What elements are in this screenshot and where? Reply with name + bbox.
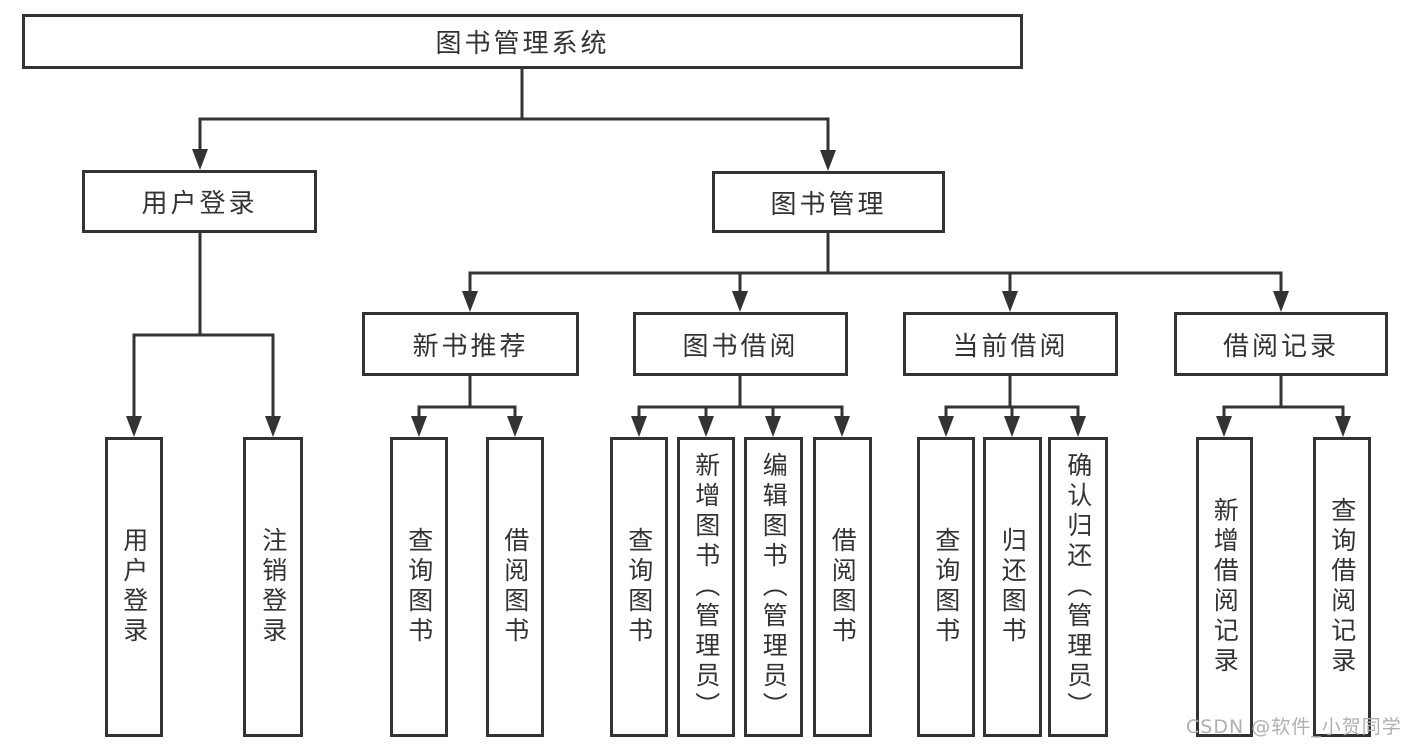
node-user-login: 用户登录 bbox=[82, 170, 317, 233]
leaf-edit-books-admin: 编辑图书（管理员） bbox=[744, 437, 803, 737]
node-label: 借阅记录 bbox=[1222, 331, 1339, 362]
node-label: 用户登录 bbox=[141, 189, 258, 219]
leaf-label: 借阅图书 bbox=[500, 527, 530, 647]
leaf-return-books: 归还图书 bbox=[983, 437, 1042, 737]
leaf-query-books-recommend: 查询图书 bbox=[390, 437, 448, 737]
node-new-book-recommend: 新书推荐 bbox=[362, 312, 579, 376]
node-label: 新书推荐 bbox=[412, 331, 529, 362]
node-current-borrowing: 当前借阅 bbox=[903, 312, 1118, 376]
leaf-label: 归还图书 bbox=[998, 527, 1028, 647]
leaf-label: 确认归还（管理员） bbox=[1063, 452, 1093, 722]
leaf-add-books-admin: 新增图书（管理员） bbox=[677, 437, 735, 737]
leaf-label: 查询图书 bbox=[931, 527, 961, 647]
leaf-confirm-return-admin: 确认归还（管理员） bbox=[1048, 437, 1108, 737]
node-label: 当前借阅 bbox=[952, 331, 1069, 362]
arrowheads bbox=[126, 149, 1351, 437]
leaf-label: 注销登录 bbox=[258, 527, 288, 647]
node-label: 图书借阅 bbox=[682, 331, 799, 362]
leaf-label: 编辑图书（管理员） bbox=[759, 452, 789, 722]
leaf-label: 查询图书 bbox=[404, 527, 434, 647]
leaf-borrow-books: 借阅图书 bbox=[813, 437, 872, 737]
leaf-query-borrow-record: 查询借阅记录 bbox=[1313, 437, 1371, 737]
node-borrowing-records: 借阅记录 bbox=[1174, 312, 1388, 376]
leaf-label: 新增图书（管理员） bbox=[691, 452, 721, 722]
leaf-logout: 注销登录 bbox=[243, 437, 303, 737]
node-book-borrowing: 图书借阅 bbox=[633, 312, 848, 376]
leaf-label: 借阅图书 bbox=[828, 527, 858, 647]
leaf-query-books-current: 查询图书 bbox=[917, 437, 975, 737]
leaf-borrow-books-recommend: 借阅图书 bbox=[486, 437, 544, 737]
node-label: 图书管理 bbox=[770, 189, 887, 220]
leaf-add-borrow-record: 新增借阅记录 bbox=[1196, 437, 1253, 737]
csdn-watermark: CSDN @软件_小贺同学 bbox=[1186, 716, 1402, 738]
node-book-management: 图书管理 bbox=[712, 171, 945, 233]
leaf-label: 查询借阅记录 bbox=[1327, 497, 1357, 677]
leaf-label: 新增借阅记录 bbox=[1210, 497, 1240, 677]
leaf-label: 用户登录 bbox=[119, 527, 149, 647]
node-library-management-system: 图书管理系统 bbox=[22, 14, 1023, 69]
node-label: 图书管理系统 bbox=[435, 29, 610, 59]
leaf-label: 查询图书 bbox=[624, 527, 654, 647]
leaf-query-books-borrowing: 查询图书 bbox=[610, 437, 668, 737]
leaf-user-login: 用户登录 bbox=[105, 437, 163, 737]
